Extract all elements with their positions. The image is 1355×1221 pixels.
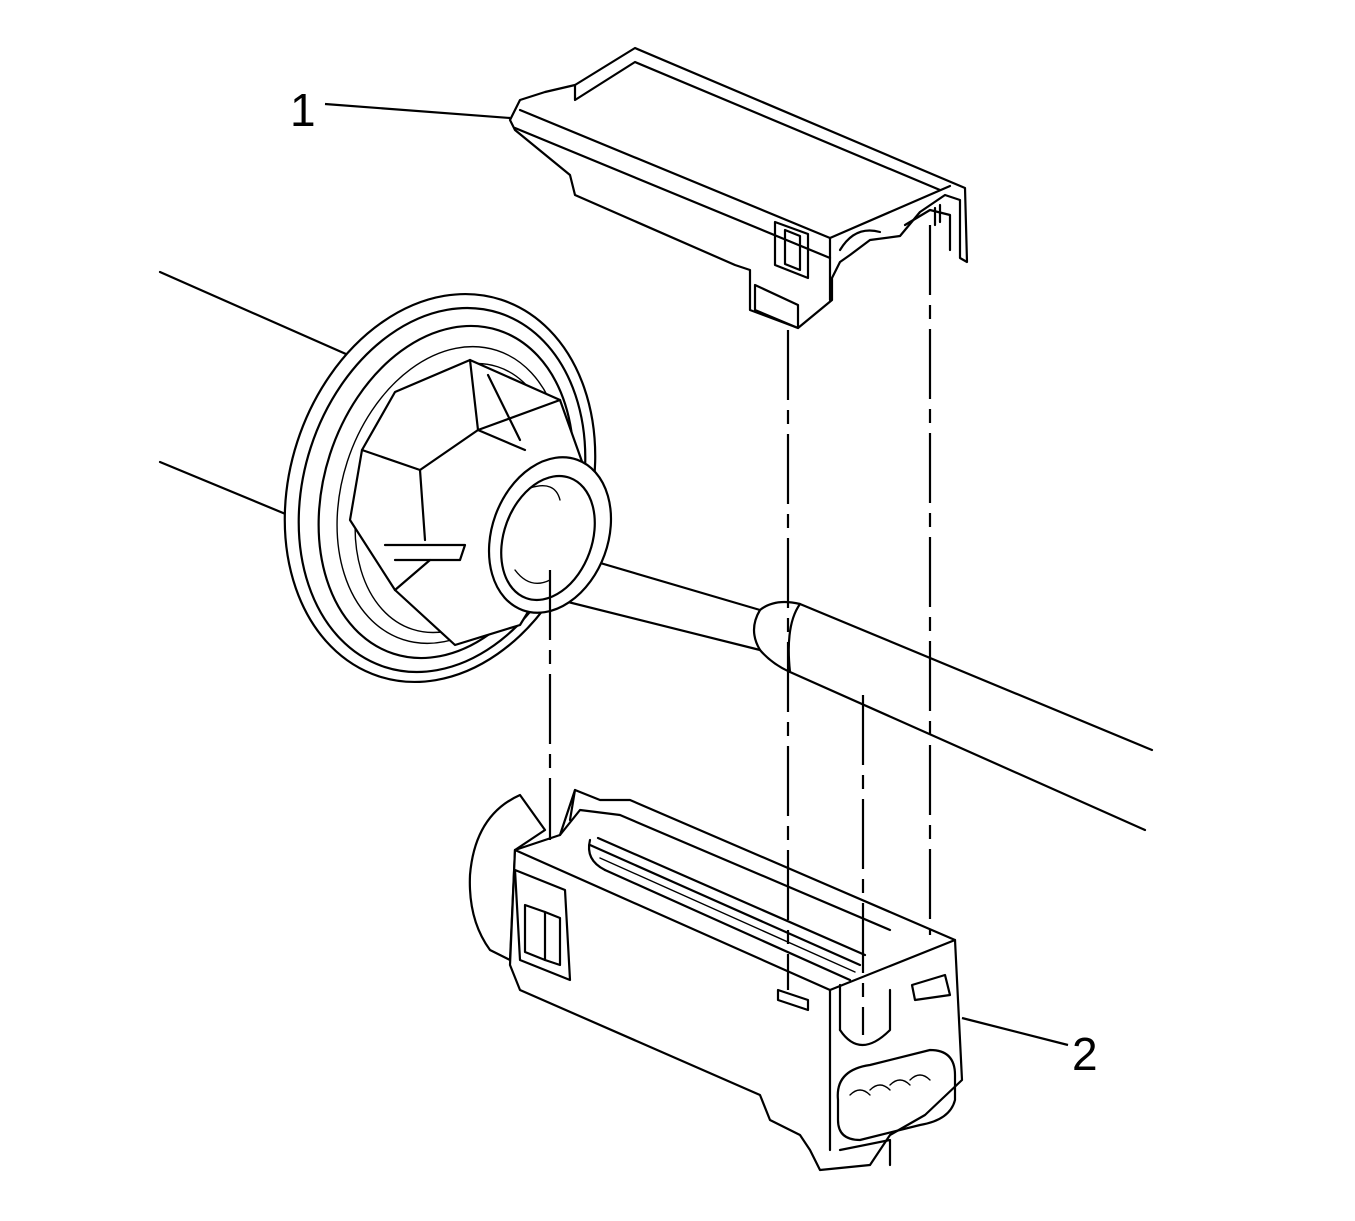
nut-collar (487, 456, 613, 614)
cable (158, 270, 1154, 832)
connector-cover (508, 46, 969, 330)
alignment-lines (548, 225, 932, 1035)
connector-body (468, 788, 964, 1172)
callout-1: 1 (290, 84, 511, 136)
callout-2: 2 (961, 1016, 1098, 1080)
callout-1-label: 1 (290, 84, 316, 136)
callout-2-label: 2 (1072, 1028, 1098, 1080)
